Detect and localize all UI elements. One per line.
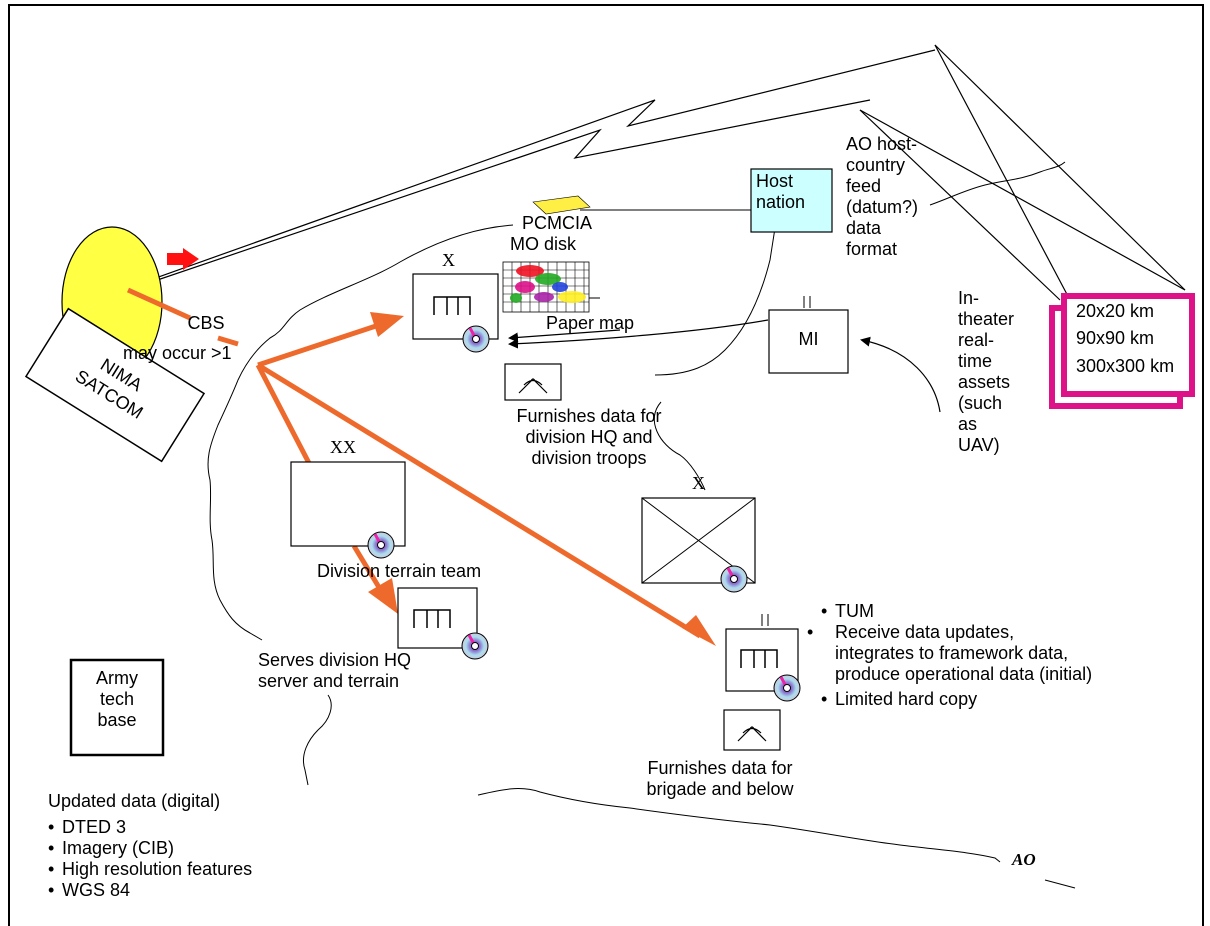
army-tech-base-box	[69, 658, 165, 757]
satellite-link-lines	[121, 44, 1186, 301]
updated-data-item: DTED 3	[48, 817, 252, 838]
mi-label: MI	[798, 329, 819, 349]
coverage-item-1: 20x20 km	[1076, 301, 1155, 321]
paper-map-label: Paper map	[546, 313, 635, 333]
updated-data-item: WGS 84	[48, 880, 252, 901]
cd-disk-icon	[772, 673, 802, 703]
updated-data-item: Imagery (CIB)	[48, 838, 252, 859]
ao-label: AO	[1012, 850, 1036, 869]
coverage-item-3: 300x300 km	[1076, 356, 1175, 376]
tum-list: TUM Receive data updates, integrates to …	[821, 601, 1092, 710]
cd-disk-icon	[460, 631, 490, 661]
host-nation-box	[750, 168, 833, 233]
division-terrain-team-label: Division terrain team	[317, 561, 482, 581]
antenna-box-division	[504, 363, 562, 401]
cd-disk-icon	[719, 564, 749, 594]
ao-boundary-lines	[207, 161, 1076, 889]
paper-map-arrows	[508, 319, 941, 413]
brigade-echelon-label: X	[442, 250, 455, 270]
mo-disk-label: MO disk	[510, 234, 577, 254]
division-hq-note: Furnishes data for division HQ and divis…	[516, 406, 662, 468]
updated-data-list: DTED 3 Imagery (CIB) High resolution fea…	[48, 817, 252, 901]
division-xx-box	[290, 461, 406, 547]
mi-unit-box	[768, 309, 849, 374]
tum-item: Receive data updates, integrates to fram…	[821, 622, 1092, 685]
nima-satcom-box: NIMA SATCOM	[24, 307, 206, 463]
paper-map-icon	[502, 261, 590, 313]
host-nation-label: Host nation	[756, 171, 806, 212]
pcmcia-label: PCMCIA	[522, 213, 593, 233]
coverage-box-front	[1061, 293, 1195, 397]
brigade-x-unit-box	[412, 273, 499, 340]
mi-echelon-marks	[803, 296, 811, 308]
tum-item: TUM	[821, 601, 1092, 622]
tum-echelon-marks	[761, 614, 769, 626]
host-feed-note: AO host- country feed (datum?) data form…	[846, 134, 919, 259]
cbs-label: CBS	[187, 313, 225, 333]
coverage-item-2: 90x90 km	[1076, 328, 1155, 348]
antenna-box-brigade	[723, 709, 781, 751]
division-echelon-label: XX	[330, 437, 356, 457]
red-arrow-icon	[167, 248, 199, 270]
army-tech-base-label: Army tech base	[96, 668, 138, 730]
tum-item: Limited hard copy	[821, 689, 1092, 710]
frame-border	[8, 4, 1204, 926]
updated-data-item: High resolution features	[48, 859, 252, 880]
uav-note: In- theater real- time assets (such as U…	[958, 288, 1015, 455]
cd-disk-icon	[461, 324, 491, 354]
cbs-distribution-arrows	[126, 287, 716, 646]
updated-data-heading: Updated data (digital)	[48, 791, 221, 811]
brigade-note: Furnishes data for brigade and below	[646, 758, 794, 799]
serves-division-note: Serves division HQ server and terrain	[258, 650, 412, 691]
x-echelon-label: X	[692, 473, 705, 493]
cd-disk-icon	[366, 530, 396, 560]
pcmcia-card-icon	[532, 195, 591, 215]
cbs-note: may occur >1	[123, 343, 232, 363]
